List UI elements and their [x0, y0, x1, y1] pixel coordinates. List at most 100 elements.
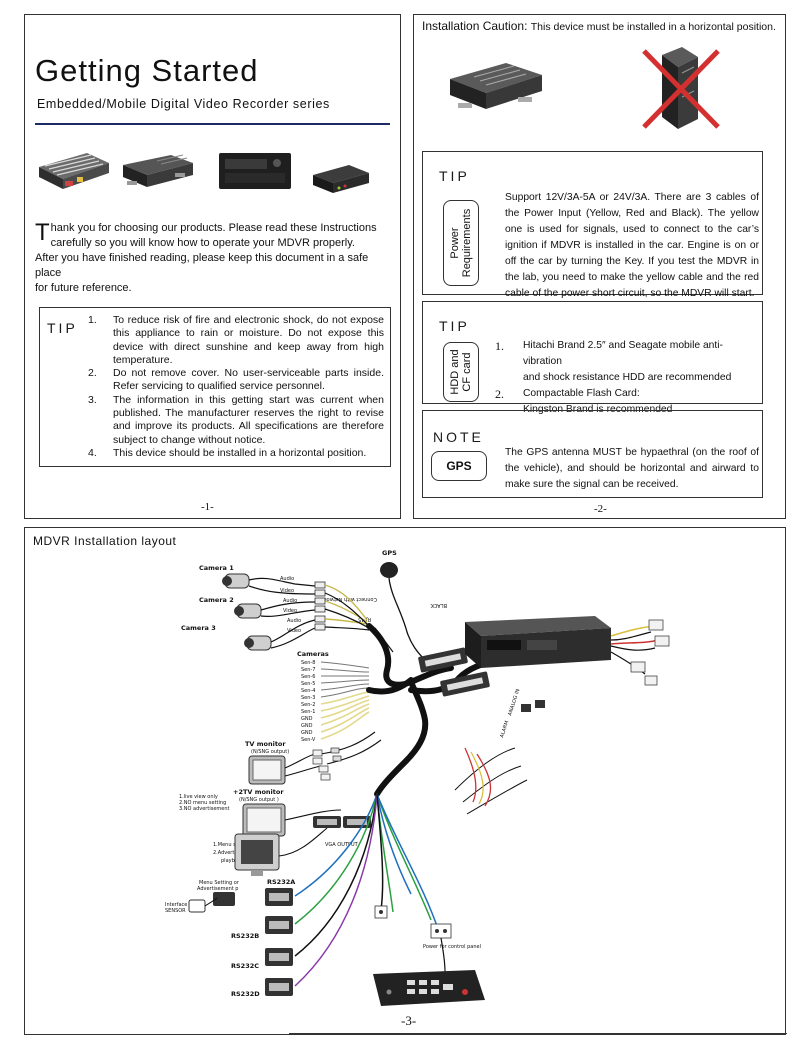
- note-label: NOTE: [433, 429, 484, 445]
- camera-3-label: Camera 3: [181, 624, 216, 632]
- intro-paragraph: T hank you for choosing our products. Pl…: [35, 221, 391, 296]
- menu-line: playback: [221, 858, 244, 864]
- gps-antenna-icon: [380, 562, 426, 661]
- harness-connector-pins: [424, 653, 484, 691]
- power-plugs: [630, 619, 670, 686]
- list-item-text: and shock resistance HDD are recommended: [523, 372, 732, 383]
- camera-2-icon: [234, 603, 262, 619]
- tv-monitor-2-icon: [242, 803, 286, 837]
- power-control-panel-label: Power for control panel: [423, 944, 481, 950]
- sensor-tag: GND: [301, 730, 313, 736]
- power-tip-text: Support 12V/3A-5A or 24V/3A. There are 3…: [505, 192, 759, 299]
- footer-rule: [289, 1033, 787, 1034]
- list-item-text: The information in this getting start wa…: [113, 393, 384, 446]
- sensor-tag: Sen-V: [301, 737, 316, 743]
- hdd-cf-label: HDD and CF card: [449, 349, 473, 395]
- sensor-wires: Sen-8 Sen-7 Sen-6 Sen-5 Sen-4 Sen-3 Sen-…: [301, 660, 370, 743]
- product-photo-1: [39, 153, 109, 189]
- cable-fan: [294, 793, 440, 987]
- cable-tag: Audio: [287, 618, 301, 624]
- list-item-number: 1.: [495, 339, 504, 353]
- tv-monitor-2-label: +2TV monitor: [233, 788, 284, 796]
- cable-tag: Video: [283, 608, 297, 614]
- tip-label: TIP: [47, 320, 78, 336]
- live-view-line: 2.NO menu setting: [179, 800, 226, 806]
- sensor-tag: Sen-6: [301, 674, 315, 680]
- power-tip-box: TIP Power Requirements Support 12V/3A-5A…: [422, 151, 763, 299]
- cable-tag: Video: [287, 628, 301, 634]
- camera-1-label: Camera 1: [199, 564, 234, 572]
- menu-line: 2.Advertisement: [213, 850, 255, 856]
- sensor-label: SENSOR: [165, 908, 186, 914]
- terminal-plugs: [374, 905, 452, 939]
- hdd-cf-badge: HDD and CF card: [443, 342, 479, 402]
- intro-line-2: carefully so you will know how to operat…: [50, 237, 355, 249]
- gps-badge: GPS: [431, 451, 487, 481]
- horizontal-device-photo: [450, 63, 542, 109]
- rs232a-label: RS232A: [267, 878, 295, 886]
- menu-setting-line: Menu Setting or: [199, 880, 240, 886]
- list-item-number: 3.: [88, 393, 97, 406]
- menu-line: 1.Menu setting: [213, 842, 250, 848]
- caution-text: This device must be installed in a horiz…: [530, 21, 776, 33]
- sensor-tag: GND: [301, 723, 313, 729]
- hdd-tip-list: 1. Hitachi Brand 2.5″ and Seagate mobile …: [495, 338, 759, 418]
- power-requirements-badge: Power Requirements: [443, 200, 479, 286]
- list-item: 3. The information in this getting start …: [88, 394, 384, 447]
- live-view-line: 1.live view only: [179, 794, 218, 800]
- product-photo-2: [123, 154, 193, 187]
- terminal-block: [521, 700, 545, 712]
- camera-3-icon: [244, 635, 272, 651]
- list-item-number: 2.: [88, 367, 97, 380]
- cable-tag: Video: [280, 588, 294, 594]
- list-item: 1.To reduce risk of fire and electronic …: [88, 314, 384, 367]
- tip-label: TIP: [439, 168, 470, 184]
- gps-note-box: NOTE GPS The GPS antenna MUST be hypaeth…: [422, 410, 763, 498]
- tip-list: 1.To reduce risk of fire and electronic …: [88, 314, 384, 460]
- list-item: 2.Do not remove cover. No user-serviceab…: [88, 367, 384, 394]
- control-panel-icon: [373, 970, 485, 1006]
- sensor-tag: Sen-7: [301, 667, 315, 673]
- list-item-text: This device should be installed in a hor…: [113, 446, 367, 459]
- wire-tag: ALARM: [499, 720, 510, 739]
- sensor-tag: Sen-1: [301, 709, 315, 715]
- product-photo-3: [219, 153, 291, 189]
- intro-dropcap: T: [35, 219, 50, 246]
- interface-label: Interface: [165, 902, 187, 908]
- caution-label: Installation Caution:: [422, 19, 528, 33]
- vga-output-label: VGA OUTPUT: [325, 842, 359, 848]
- tip-box: TIP 1.To reduce risk of fire and electro…: [39, 307, 391, 467]
- list-item-number: 4.: [88, 446, 97, 459]
- gps-note-text: The GPS antenna MUST be hypaethral (on t…: [505, 447, 759, 490]
- camera-2-label: Camera 2: [199, 596, 234, 604]
- sensor-tag: Sen-8: [301, 660, 315, 666]
- list-item-number: 2.: [495, 387, 504, 401]
- cable-tag: Audio: [280, 576, 294, 582]
- list-item: Kingston Brand is recommended: [495, 402, 759, 418]
- page-1-panel: Getting Started Embedded/Mobile Digital …: [24, 14, 401, 519]
- hdd-tip-box: TIP HDD and CF card 1.Hitachi Brand 2.5″…: [422, 301, 763, 415]
- camera-1-icon: [222, 573, 250, 589]
- rs232b-label: RS232B: [231, 932, 259, 940]
- intro-line-3: After you have finished reading, please …: [35, 252, 369, 279]
- list-item-text: Compactable Flash Card:: [523, 388, 640, 399]
- installation-wiring-diagram: GPS BLACK Connect with Network RJ 45 Cam…: [165, 549, 670, 1006]
- page-subtitle: Embedded/Mobile Digital Video Recorder s…: [37, 97, 330, 111]
- cameras-label: Cameras: [297, 650, 329, 658]
- page-number: -1-: [201, 501, 214, 513]
- rs232-connectors: [213, 888, 293, 996]
- live-view-line: 3.NO advertisement: [179, 806, 230, 812]
- list-item-text: To reduce risk of fire and electronic sh…: [113, 314, 384, 366]
- gps-label: GPS: [382, 549, 397, 557]
- intro-line-1: hank you for choosing our products. Plea…: [50, 222, 377, 234]
- tv-monitor-icon: [248, 755, 286, 785]
- vertical-device-crossed-photo: [642, 47, 720, 129]
- list-item-text: Hitachi Brand 2.5″ and Seagate mobile an…: [523, 340, 723, 367]
- installation-layout-title: MDVR Installation layout: [33, 534, 177, 548]
- list-item: and shock resistance HDD are recommended: [495, 370, 759, 386]
- list-item: 2. Compactable Flash Card:: [495, 386, 759, 402]
- black-label: BLACK: [430, 602, 447, 608]
- rs232c-label: RS232C: [231, 962, 259, 970]
- page-3-panel: MDVR Installation layout GPS BLACK Conne…: [24, 527, 787, 1035]
- tv-monitor-2-sub: (N/SNG output ): [239, 797, 279, 803]
